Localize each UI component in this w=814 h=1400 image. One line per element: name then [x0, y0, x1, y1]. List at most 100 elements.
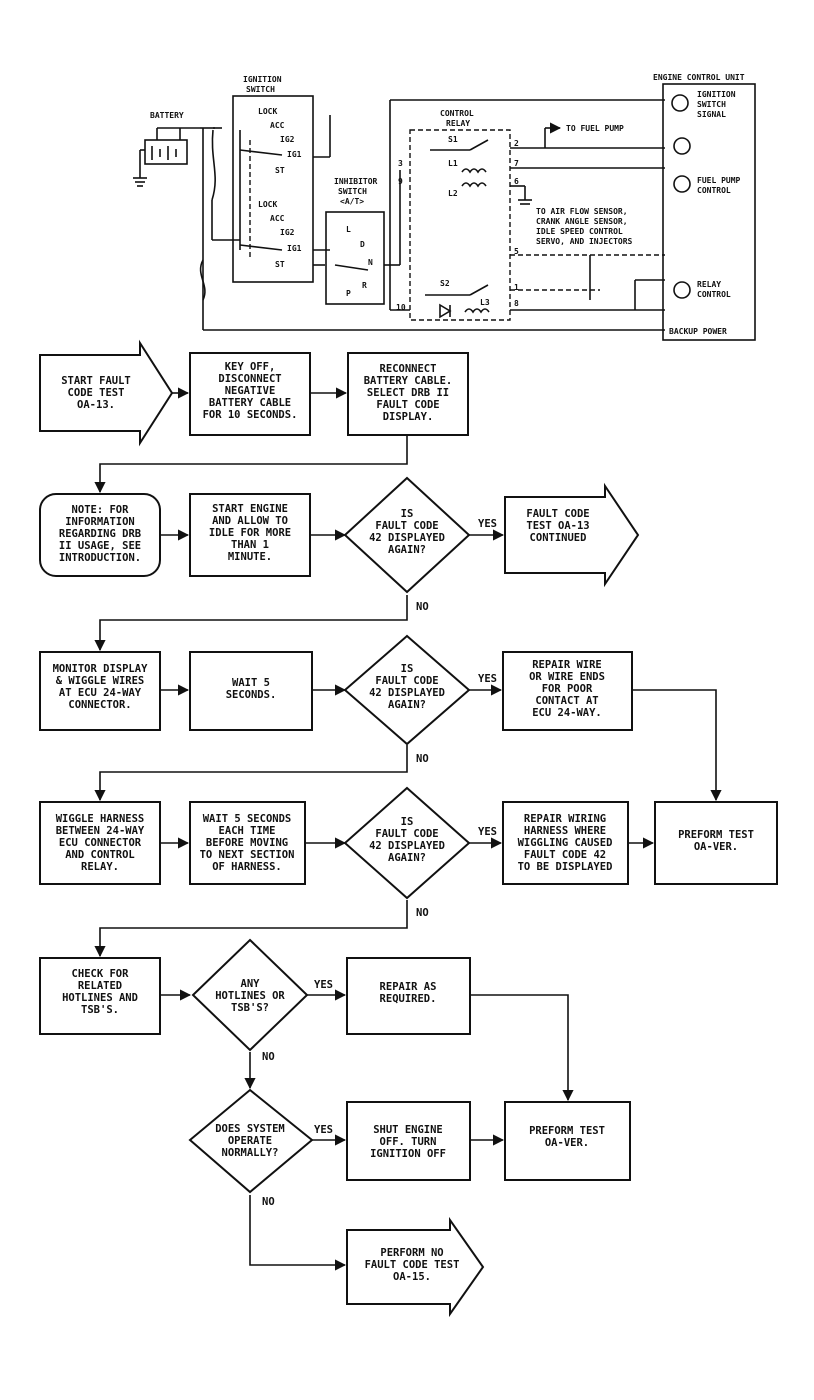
- engine-control-unit: ENGINE CONTROL UNIT IGNITION SWITCH SIGN…: [653, 73, 756, 341]
- flow-decision-3-line-4: AGAIN?: [388, 852, 426, 864]
- flow-key-off-line-1: KEY OFF,: [225, 361, 276, 373]
- flow-decision-operate-no: NO: [262, 1196, 275, 1208]
- to-sensors-4: SERVO, AND INJECTORS: [536, 237, 633, 246]
- battery: BATTERY: [133, 111, 665, 331]
- flow-reconnect-line-1: RECONNECT: [380, 363, 437, 375]
- ign-top-lock: LOCK: [258, 107, 277, 116]
- flow-decision-3-line-1: IS: [401, 816, 414, 828]
- wiring-schematic: BATTERY IGNITION S: [133, 73, 756, 341]
- ign-bottom-ig2: IG2: [280, 228, 295, 237]
- flow-decision-1-yes: YES: [478, 518, 497, 530]
- relay-label-1: CONTROL: [440, 109, 474, 118]
- flow-wiggle-line-2: BETWEEN 24-WAY: [56, 825, 145, 837]
- relay-pin-2: 2: [514, 139, 519, 148]
- flow-decision-1-no: NO: [416, 601, 429, 613]
- ecu-label: ENGINE CONTROL UNIT: [653, 73, 745, 82]
- to-sensors-1: TO AIR FLOW SENSOR,: [536, 207, 628, 216]
- flow-note: NOTE: FOR INFORMATION REGARDING DRB II U…: [39, 493, 161, 577]
- flow-no-fault-test: PERFORM NO FAULT CODE TEST OA-15.: [346, 1216, 485, 1318]
- flow-reconnect: RECONNECT BATTERY CABLE. SELECT DRB II F…: [347, 352, 469, 436]
- flow-decision-3-yes: YES: [478, 826, 497, 838]
- flow-key-off-line-5: FOR 10 SECONDS.: [203, 409, 298, 421]
- relay-l1: L1: [448, 159, 458, 168]
- flow-decision-hotlines-yes: YES: [314, 979, 333, 991]
- flow-wait5-each: WAIT 5 SECONDS EACH TIME BEFORE MOVING T…: [189, 801, 306, 885]
- inhibitor-r: R: [362, 281, 367, 290]
- flow-connectors: [94, 387, 722, 1271]
- flow-repair-as-required: REPAIR AS REQUIRED.: [346, 957, 471, 1035]
- flow-repair-wire-line-2: OR WIRE ENDS: [529, 671, 605, 683]
- flow-decision-1: IS FAULT CODE 42 DISPLAYED AGAIN? YES NO: [343, 476, 497, 613]
- relay-pin-7: 7: [514, 159, 519, 168]
- flow-wait5-each-line-3: BEFORE MOVING: [206, 837, 288, 849]
- relay-l3: L3: [480, 298, 490, 307]
- relay-s2: S2: [440, 279, 450, 288]
- flow-continued: FAULT CODE TEST OA-13 CONTINUED: [504, 482, 640, 588]
- relay-pin-6: 6: [514, 177, 519, 186]
- flow-decision-3-line-2: FAULT CODE: [375, 828, 438, 840]
- flow-repair-harness-line-4: FAULT CODE 42: [524, 849, 606, 861]
- flow-decision-operate-yes: YES: [314, 1124, 333, 1136]
- battery-label: BATTERY: [150, 111, 184, 120]
- ign-bottom-st: ST: [275, 260, 285, 269]
- flow-check-hotlines-line-1: CHECK FOR: [72, 968, 130, 980]
- flow-decision-hotlines-no: NO: [262, 1051, 275, 1063]
- flow-start: START FAULT CODE TEST OA-13.: [39, 339, 174, 447]
- flow-shut-engine: SHUT ENGINE OFF. TURN IGNITION OFF: [346, 1101, 471, 1181]
- ecu-in-3-b: CONTROL: [697, 290, 731, 299]
- flow-check-hotlines-line-2: RELATED: [78, 980, 122, 992]
- inhibitor-label-2: SWITCH: [338, 187, 367, 196]
- flow-wiggle-line-1: WIGGLE HARNESS: [56, 813, 145, 825]
- flow-monitor-line-1: MONITOR DISPLAY: [53, 663, 149, 675]
- flow-decision-2-line-3: 42 DISPLAYED: [369, 687, 445, 699]
- flow-wait5: WAIT 5 SECONDS.: [189, 651, 313, 731]
- flow-shut-engine-line-1: SHUT ENGINE: [373, 1124, 443, 1136]
- flow-perform-ver-1-line-1: PREFORM TEST: [678, 829, 754, 841]
- flow-note-line-4: II USAGE, SEE: [59, 540, 141, 552]
- control-relay: CONTROL RELAY S1 L1 L2 S2 L3 2 7 6 5 1 8…: [389, 99, 665, 321]
- flow-wait5-each-line-2: EACH TIME: [219, 825, 276, 837]
- flow-reconnect-line-3: SELECT DRB II: [367, 387, 449, 399]
- relay-label-2: RELAY: [446, 119, 470, 128]
- flow-reconnect-line-2: BATTERY CABLE.: [364, 375, 453, 387]
- to-sensors-3: IDLE SPEED CONTROL: [536, 227, 623, 236]
- flow-decision-2-line-2: FAULT CODE: [375, 675, 438, 687]
- to-fuel-pump-label: TO FUEL PUMP: [566, 124, 624, 133]
- flow-decision-2-no: NO: [416, 753, 429, 765]
- flow-repair-harness: REPAIR WIRING HARNESS WHERE WIGGLING CAU…: [502, 801, 629, 885]
- flow-decision-1-line-4: AGAIN?: [388, 544, 426, 556]
- flow-note-line-1: NOTE: FOR: [72, 504, 130, 516]
- inhibitor-label-3: <A/T>: [340, 197, 364, 206]
- flow-monitor-line-3: AT ECU 24-WAY: [59, 687, 142, 699]
- flow-repair-wire-line-3: FOR POOR: [542, 683, 593, 695]
- flow-monitor-line-2: & WIGGLE WIRES: [56, 675, 145, 687]
- flow-decision-2-line-1: IS: [401, 663, 414, 675]
- flow-start-engine-line-4: THAN 1: [231, 539, 269, 551]
- ign-top-st: ST: [275, 166, 285, 175]
- flow-note-line-3: REGARDING DRB: [59, 528, 141, 540]
- inhibitor-label-1: INHIBITOR: [334, 177, 378, 186]
- flow-shut-engine-line-2: OFF. TURN: [380, 1136, 437, 1148]
- ign-bottom-lock: LOCK: [258, 200, 277, 209]
- backup-power-label: BACKUP POWER: [669, 327, 727, 336]
- flow-decision-operate: DOES SYSTEM OPERATE NORMALLY? YES NO: [188, 1088, 333, 1208]
- flow-decision-1-line-1: IS: [401, 508, 414, 520]
- inhibitor-d: D: [360, 240, 365, 249]
- flow-no-fault-line-1: PERFORM NO: [380, 1247, 443, 1259]
- flow-no-fault-line-3: OA-15.: [393, 1271, 431, 1283]
- flow-continued-line-2: TEST OA-13: [526, 520, 589, 532]
- ecu-in-1-b: SWITCH: [697, 100, 726, 109]
- flow-repair-as-required-line-1: REPAIR AS: [380, 981, 437, 993]
- ecu-in-3-a: RELAY: [697, 280, 721, 289]
- flow-repair-harness-line-1: REPAIR WIRING: [524, 813, 606, 825]
- flow-decision-operate-line-3: NORMALLY?: [222, 1147, 279, 1159]
- flow-repair-as-required-line-2: REQUIRED.: [380, 993, 437, 1005]
- flow-repair-wire: REPAIR WIRE OR WIRE ENDS FOR POOR CONTAC…: [502, 651, 633, 731]
- ign-top-ig2: IG2: [280, 135, 295, 144]
- flow-start-engine-line-1: START ENGINE: [212, 503, 288, 515]
- inhibitor-n: N: [368, 258, 373, 267]
- flow-wait5-each-line-5: OF HARNESS.: [212, 861, 282, 873]
- flow-continued-line-1: FAULT CODE: [526, 508, 589, 520]
- flow-note-line-2: INFORMATION: [65, 516, 135, 528]
- flow-key-off-line-3: NEGATIVE: [225, 385, 276, 397]
